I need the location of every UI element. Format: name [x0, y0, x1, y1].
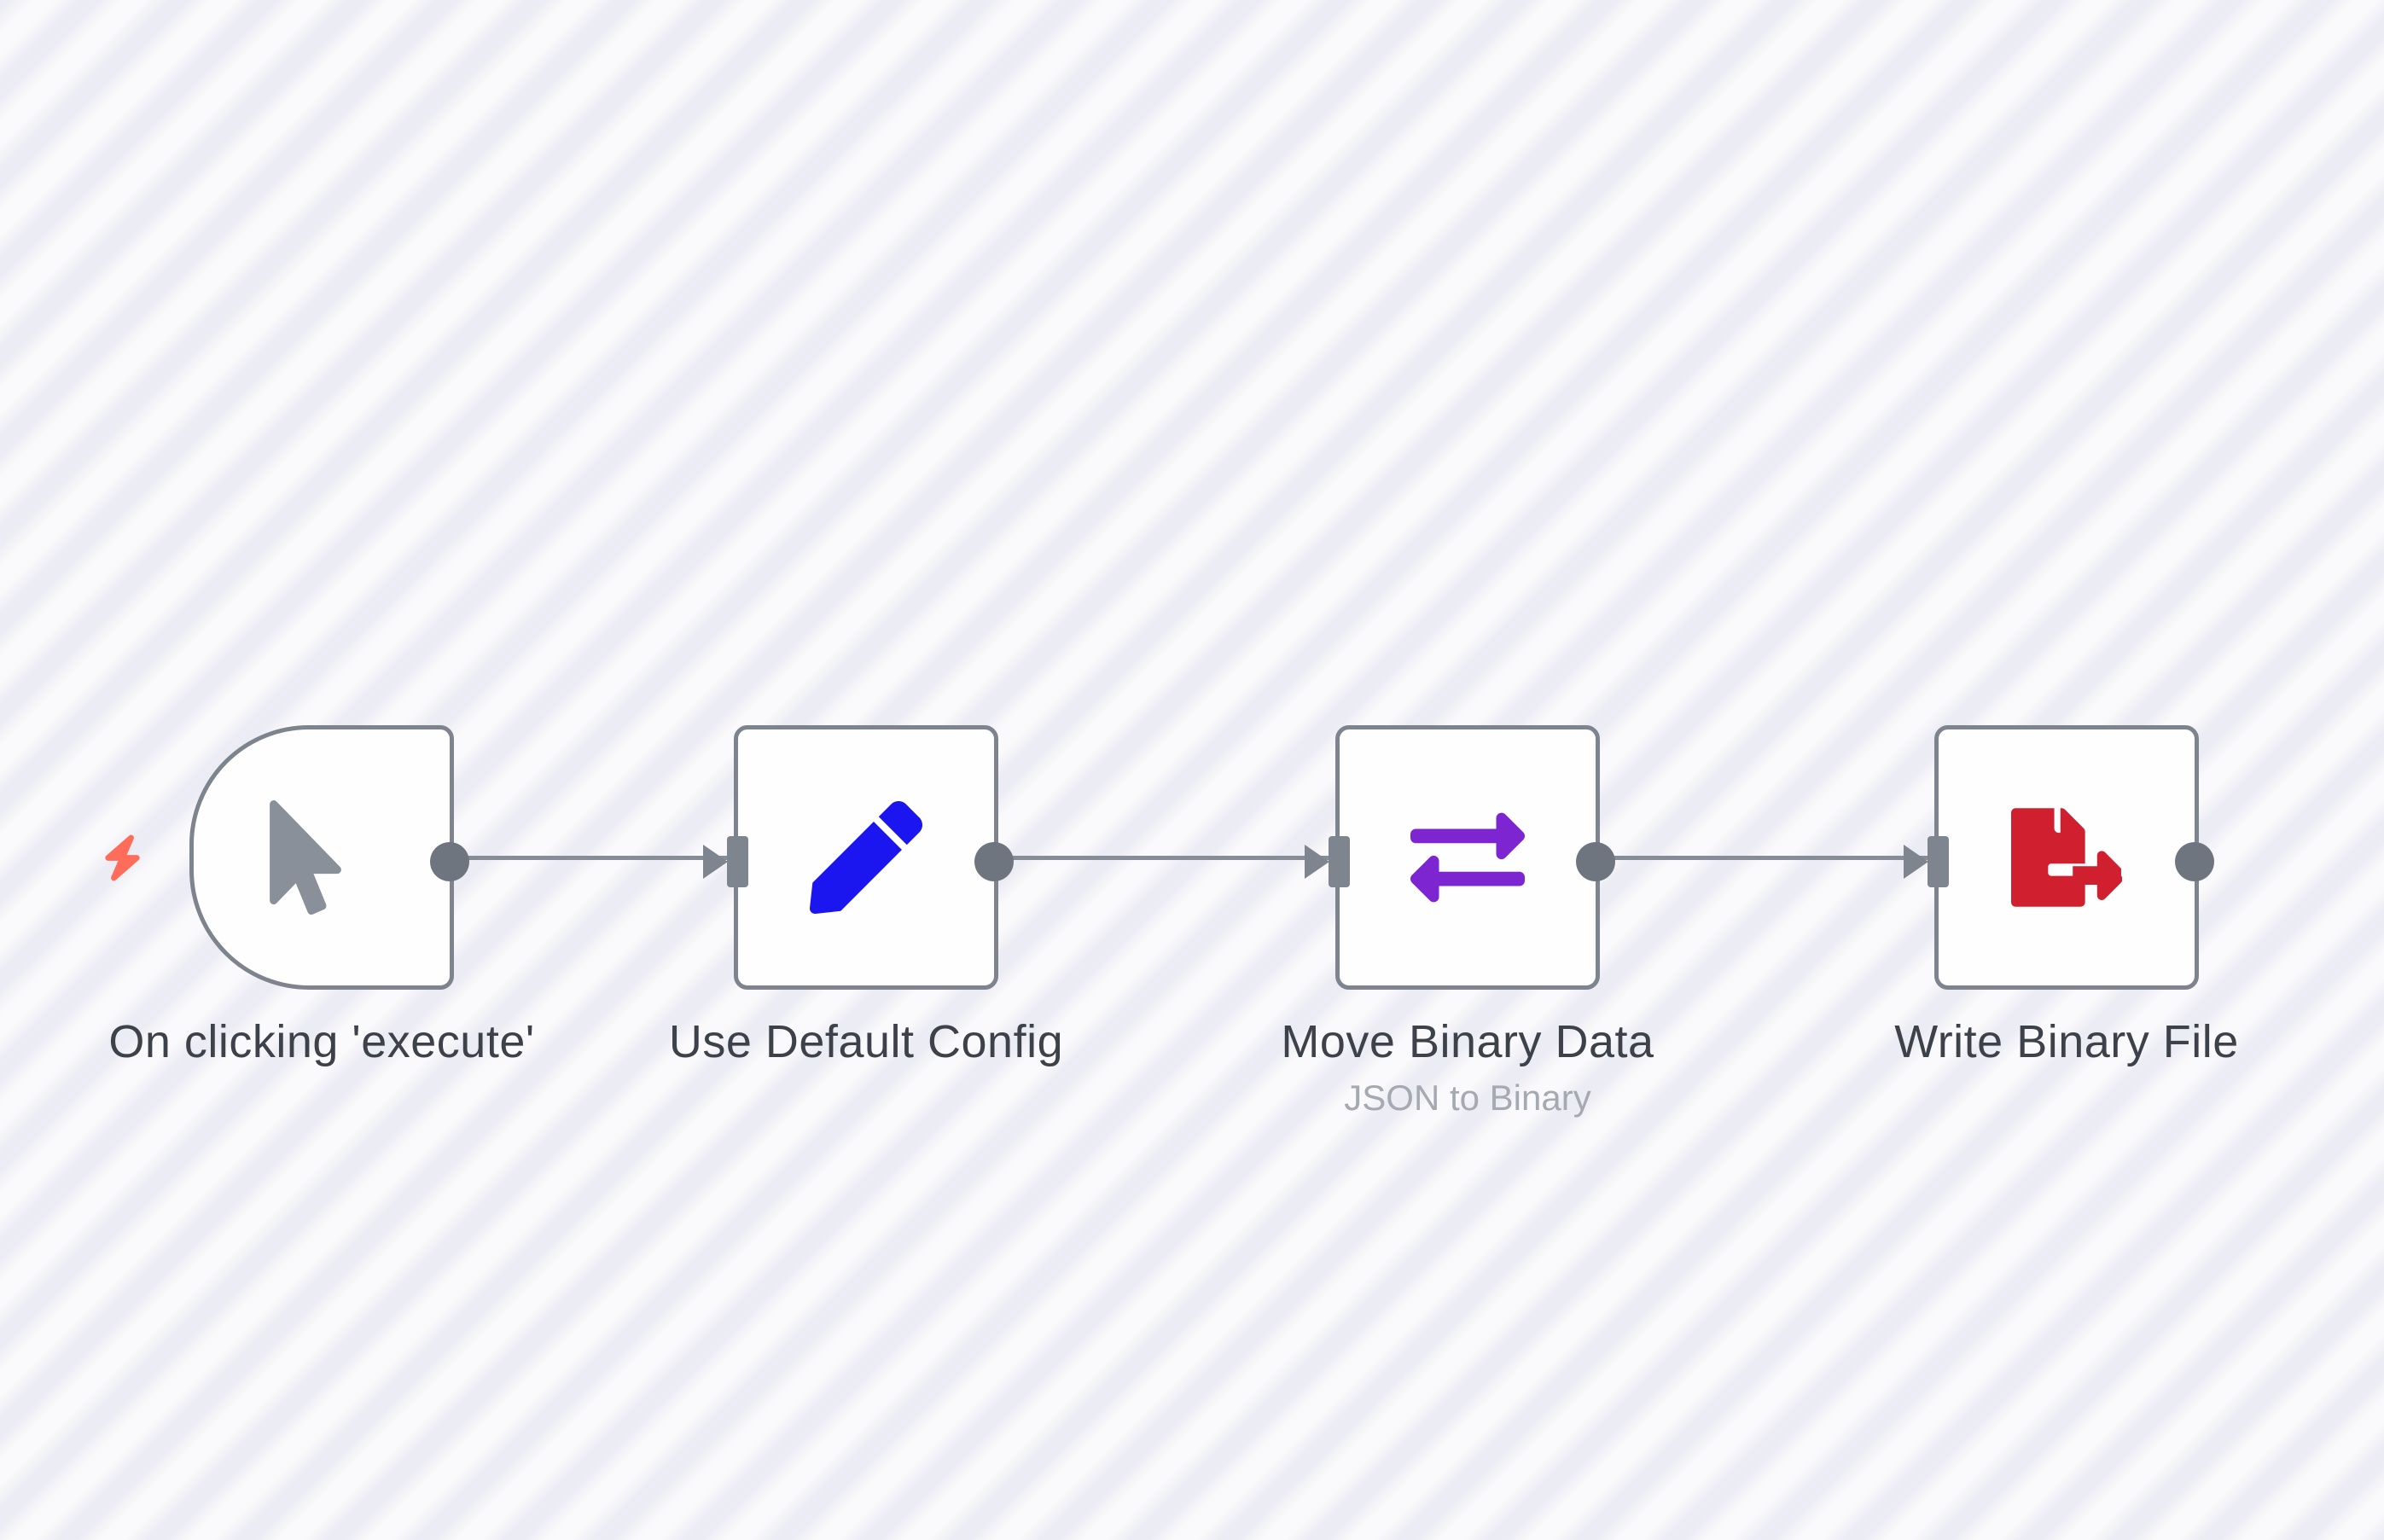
input-port[interactable]: [727, 836, 748, 887]
connection-line[interactable]: [988, 856, 1340, 860]
pen-icon: [810, 801, 922, 914]
output-port[interactable]: [1576, 842, 1615, 881]
node-use-default-config[interactable]: [703, 725, 1014, 990]
input-port-arrow-icon: [1904, 845, 1928, 879]
input-port[interactable]: [1329, 836, 1350, 887]
node-title: Use Default Config: [668, 1016, 1064, 1067]
node-write-binary-file[interactable]: [1904, 725, 2214, 990]
node-group-write-binary-file: Write Binary File: [1894, 725, 2238, 1067]
exchange-arrows-icon: [1410, 800, 1525, 915]
output-port[interactable]: [430, 842, 469, 881]
input-port[interactable]: [1928, 836, 1949, 887]
input-port-arrow-icon: [1305, 845, 1329, 879]
output-port[interactable]: [2175, 842, 2214, 881]
output-port[interactable]: [974, 842, 1014, 881]
connection-line[interactable]: [444, 856, 739, 860]
node-title: Move Binary Data: [1281, 1016, 1654, 1067]
node-title: Write Binary File: [1894, 1016, 2239, 1067]
node-group-use-default-config: Use Default Config: [669, 725, 1063, 1067]
node-subtitle: JSON to Binary: [1344, 1078, 1591, 1118]
lightning-bolt-icon: [105, 834, 140, 881]
node-title: On clicking 'execute': [108, 1016, 535, 1067]
connection-line[interactable]: [1589, 856, 1939, 860]
mouse-pointer-icon: [270, 800, 341, 915]
input-port-arrow-icon: [703, 845, 728, 879]
node-move-binary-data[interactable]: [1305, 725, 1615, 990]
node-on-clicking-execute[interactable]: [189, 725, 469, 990]
file-export-icon: [2011, 808, 2122, 907]
node-group-on-clicking-execute: On clicking 'execute': [108, 725, 534, 1067]
node-group-move-binary-data: Move Binary Data JSON to Binary: [1281, 725, 1654, 1118]
